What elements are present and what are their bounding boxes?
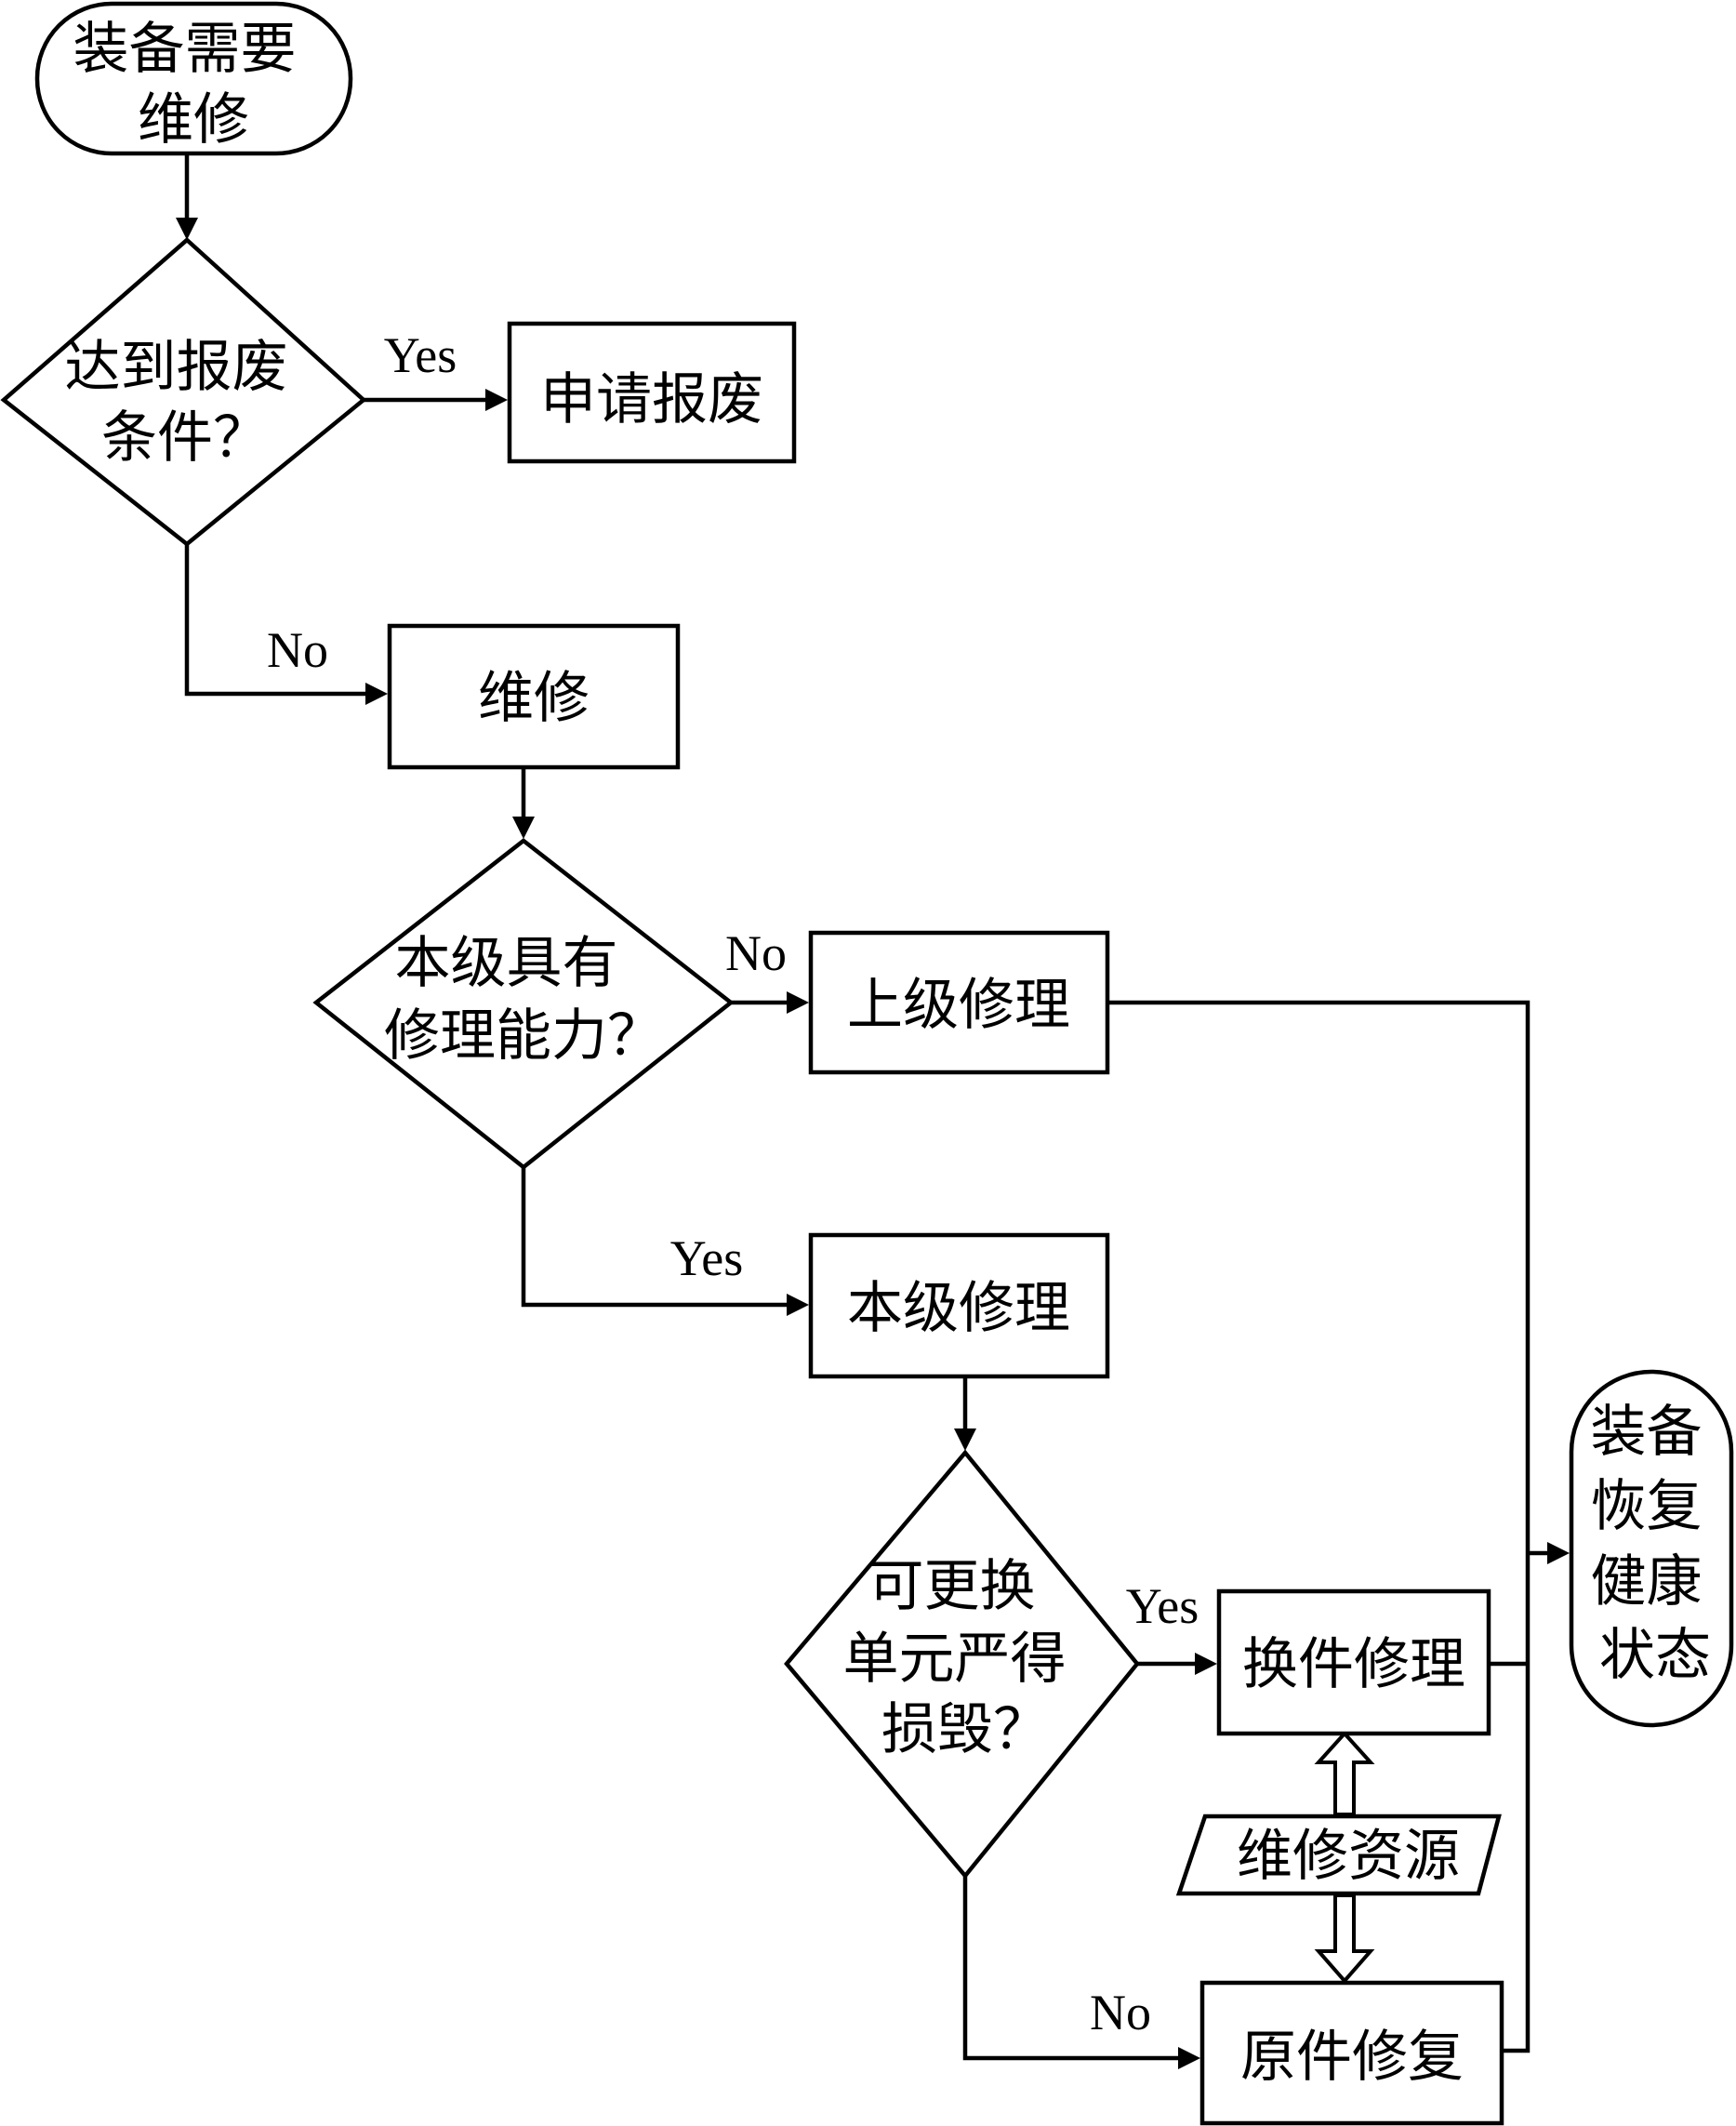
damage-check-label: 可更换 单元严得 损毁？ — [842, 1554, 1083, 1762]
arrowhead — [787, 1294, 809, 1316]
arrowhead — [365, 683, 388, 705]
resource-up-arrow — [1314, 1731, 1375, 1816]
label-damage-yes: Yes — [1126, 1578, 1199, 1634]
edge-labels: Yes No No Yes Yes No — [267, 327, 1199, 2040]
label-scrap-yes: Yes — [384, 327, 457, 383]
node-local-repair: 本级修理 — [808, 1232, 1110, 1379]
apply-scrap-label: 申请报废 — [540, 367, 763, 432]
arrowhead — [1547, 1542, 1570, 1564]
node-original-repair: 原件修复 — [1199, 1980, 1504, 2126]
label-scrap-no: No — [267, 622, 328, 678]
arrowhead — [1178, 2047, 1200, 2069]
arrowhead — [787, 991, 809, 1014]
node-capability-check: 本级具有 修理能力？ — [312, 838, 735, 1170]
edge-upper-to-collector — [1107, 1000, 1531, 2053]
node-end: 装备 恢复 健康 状态 — [1569, 1369, 1734, 1728]
label-damage-no: No — [1090, 1985, 1151, 2040]
upper-repair-label: 上级修理 — [847, 973, 1070, 1038]
original-repair-label: 原件修复 — [1240, 2025, 1464, 2090]
arrowhead — [1195, 1653, 1217, 1675]
arrowhead — [512, 817, 535, 839]
node-damage-check: 可更换 单元严得 损毁？ — [784, 1449, 1140, 1880]
edge-damage-no — [962, 1876, 1180, 2061]
arrowhead — [485, 389, 508, 411]
edge-scrap-no — [184, 544, 367, 697]
arrowhead — [176, 218, 198, 240]
scrap-check-label: 达到报废 条件？ — [64, 335, 305, 471]
start-label: 装备需要 维修 — [73, 17, 313, 153]
resources-label: 维修资源 — [1237, 1824, 1460, 1889]
node-replace-repair: 换件修理 — [1216, 1588, 1491, 1736]
replace-repair-label: 换件修理 — [1242, 1632, 1465, 1697]
node-resources: 维修资源 — [1175, 1814, 1502, 1896]
local-repair-label: 本级修理 — [847, 1276, 1070, 1341]
node-repair: 维修 — [387, 623, 681, 770]
repair-label: 维修 — [478, 666, 590, 731]
node-upper-repair: 上级修理 — [808, 930, 1110, 1075]
capability-check-label: 本级具有 修理能力？ — [384, 931, 663, 1069]
connectors — [176, 153, 1570, 2069]
node-scrap-check: 达到报废 条件？ — [0, 236, 367, 547]
edge-capability-yes — [521, 1167, 788, 1308]
resource-down-arrow — [1314, 1893, 1375, 1985]
end-label: 装备 恢复 健康 状态 — [1590, 1400, 1719, 1688]
arrowhead — [954, 1428, 976, 1451]
label-capability-no: No — [725, 925, 787, 981]
node-apply-scrap: 申请报废 — [507, 321, 797, 464]
node-start: 装备需要 维修 — [34, 1, 353, 156]
label-capability-yes: Yes — [670, 1230, 744, 1286]
